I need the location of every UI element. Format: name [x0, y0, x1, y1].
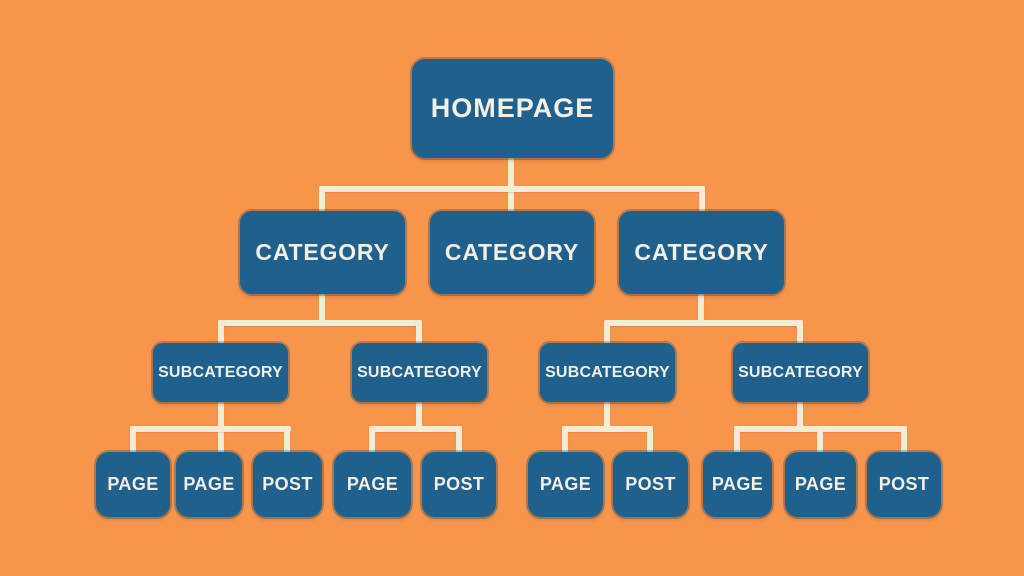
connector-category1-drop-1 [218, 320, 224, 346]
connector-subcategory2-stem [416, 402, 422, 428]
node-post-4c: POST [867, 452, 941, 517]
node-post-2b: POST [422, 452, 496, 517]
connector-level1-drop-right [699, 186, 705, 214]
connector-subcategory1-drop-3 [284, 426, 290, 454]
node-page-4a: PAGE [703, 452, 772, 517]
node-page-1b: PAGE [176, 452, 242, 517]
connector-category1-rail [218, 320, 422, 326]
connector-level1-rail [319, 186, 705, 192]
connector-subcategory4-drop-2 [817, 426, 823, 454]
connector-subcategory2-rail [369, 426, 462, 432]
node-post-1c: POST [253, 452, 322, 517]
node-category-1: CATEGORY [240, 211, 405, 294]
connector-subcategory4-stem [797, 402, 803, 428]
connector-subcategory1-rail [130, 426, 291, 432]
connector-category1-drop-2 [416, 320, 422, 346]
node-subcategory-2: SUBCATEGORY [352, 343, 487, 402]
connector-category1-stem [319, 294, 325, 324]
node-subcategory-3: SUBCATEGORY [540, 343, 675, 402]
connector-subcategory3-drop-2 [647, 426, 653, 454]
connector-subcategory4-drop-3 [901, 426, 907, 454]
node-category-2: CATEGORY [430, 211, 594, 294]
connector-subcategory3-drop-1 [562, 426, 568, 454]
node-page-4b: PAGE [785, 452, 856, 517]
node-homepage: HOMEPAGE [412, 59, 613, 158]
node-subcategory-1: SUBCATEGORY [153, 343, 288, 402]
connector-subcategory2-drop-1 [369, 426, 375, 454]
connector-subcategory1-drop-1 [130, 426, 136, 454]
connector-category3-drop-2 [797, 320, 803, 346]
node-subcategory-4: SUBCATEGORY [733, 343, 868, 402]
connector-subcategory3-stem [604, 402, 610, 428]
connector-category3-rail [604, 320, 803, 326]
connector-category3-drop-1 [604, 320, 610, 346]
node-page-1a: PAGE [96, 452, 170, 517]
node-page-2a: PAGE [334, 452, 411, 517]
node-post-3b: POST [613, 452, 688, 517]
node-category-3: CATEGORY [619, 211, 784, 294]
connector-subcategory2-drop-2 [456, 426, 462, 454]
node-page-3a: PAGE [528, 452, 603, 517]
connector-subcategory3-rail [562, 426, 653, 432]
connector-subcategory4-drop-1 [734, 426, 740, 454]
connector-category3-stem [698, 294, 704, 324]
connector-level1-drop-left [319, 186, 325, 214]
